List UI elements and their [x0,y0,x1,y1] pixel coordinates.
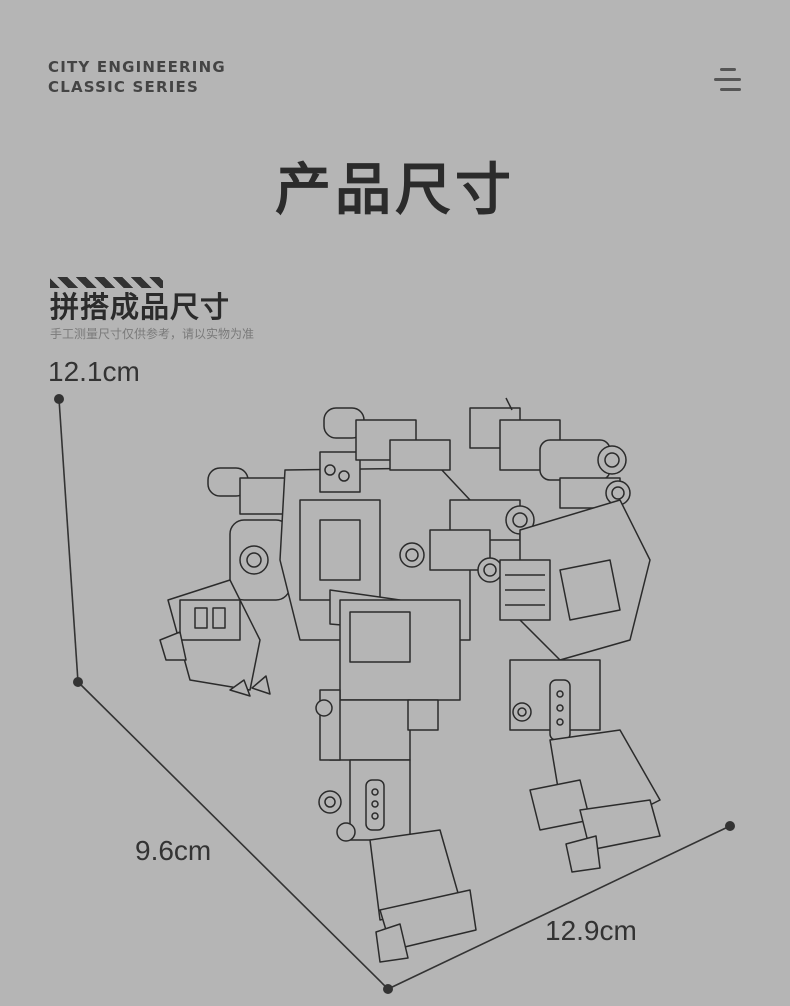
hazard-stripes [50,277,163,288]
brand-line-1: CITY ENGINEERING [48,58,226,76]
height-label: 12.1cm [48,356,140,387]
depth-label: 9.6cm [135,835,212,866]
dimension-points [54,394,735,994]
page-title: 产品尺寸 [275,158,515,223]
brand-logo: CITY ENGINEERING CLASSIC SERIES [48,57,226,97]
brand-line-2: CLASSIC SERIES [48,78,199,96]
section-note: 手工测量尺寸仅供参考，请以实物为准 [50,327,255,341]
section-title: 拼搭成品尺寸 [50,290,231,324]
dimension-lines [58,398,731,990]
menu-icon[interactable] [714,66,742,94]
width-label: 12.9cm [545,915,637,946]
robot-illustration [159,397,661,963]
